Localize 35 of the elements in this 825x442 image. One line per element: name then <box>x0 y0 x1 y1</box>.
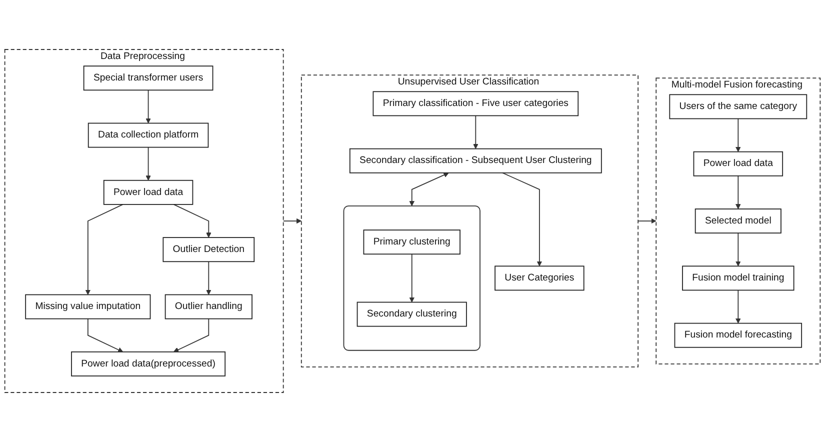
arrow <box>173 318 210 352</box>
arrow <box>206 261 212 295</box>
node-box: Missing value imputation <box>25 294 151 320</box>
arrow <box>409 172 449 206</box>
arrow <box>736 232 741 266</box>
node-box: Fusion model forecasting <box>674 322 802 348</box>
arrow <box>736 175 741 210</box>
arrow <box>282 218 302 224</box>
node-box: Outlier handling <box>164 294 252 320</box>
arrow <box>736 118 741 152</box>
node-box: Data collection platform <box>88 122 209 148</box>
arrow <box>173 204 212 238</box>
node-box: Special transformer users <box>83 66 214 91</box>
arrow <box>146 90 151 124</box>
node-box: Outlier Detection <box>162 237 255 262</box>
node-box: Secondary clustering <box>356 302 467 327</box>
node-box: Primary clustering <box>363 230 460 255</box>
node-box: Primary classification - Five user categories <box>372 91 579 116</box>
arrow <box>87 318 124 352</box>
cluster <box>343 206 480 351</box>
arrow <box>473 115 478 150</box>
arrow <box>146 146 151 181</box>
arrow <box>736 290 741 324</box>
node-box: Selected model <box>694 208 782 234</box>
node-box: Fusion model training <box>682 266 794 291</box>
node-box: Power load data <box>103 180 194 205</box>
node-box: Users of the same category <box>669 94 808 120</box>
node-box: User Categories <box>494 266 584 291</box>
arrow <box>638 218 656 224</box>
node-box: Power load data(preprocessed) <box>71 351 226 376</box>
node-box: Secondary classification - Subsequent User Clustering <box>349 148 602 174</box>
arrow <box>409 254 415 302</box>
arrow <box>502 172 542 266</box>
arrow <box>85 204 124 295</box>
node-box: Power load data <box>693 151 784 176</box>
